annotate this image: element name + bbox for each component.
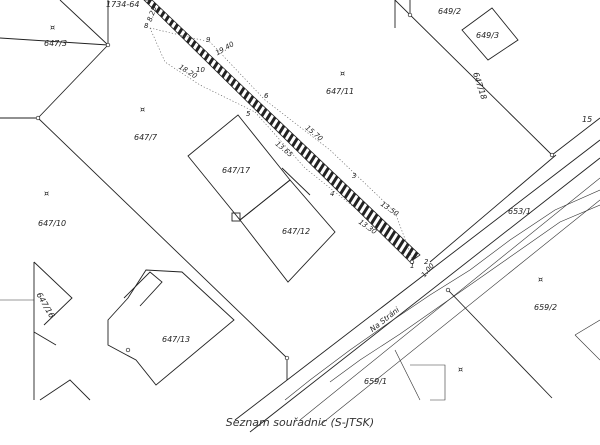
parcel-label-647-10: 647/10 [38,219,66,228]
point-labels: 8 9 10 5 6 3 4 1 2 [144,22,429,270]
parcel-label-647-13: 647/13 [162,335,190,344]
parcel-label-647-3: 647/3 [44,39,67,48]
point-label-3: 3 [352,172,356,180]
parcel-boundaries [0,0,600,380]
boundary-line [394,349,421,401]
centroid-marker: ¤ [44,189,49,198]
measure-label-19-40: 19.40 [214,40,236,57]
boundary-line [574,334,600,361]
boundary-line [551,117,600,156]
parcel-label-647-7: 647/7 [134,133,158,142]
boundary-line [37,117,288,359]
point-label-8: 8 [144,22,149,30]
point-label-4: 4 [330,190,334,198]
road-edge [429,154,557,263]
road-curb [284,189,600,401]
boundary-line [59,0,109,46]
boundary-line [37,44,109,119]
survey-markers [35,12,555,361]
street-label-na-strani: Na Stráni [368,305,402,334]
boundary-line [574,319,600,336]
road-edge [234,139,600,421]
parcel-label-649-2: 649/2 [438,7,461,16]
parcel-label-647-11: 647/11 [326,87,354,96]
parcel-label-647-12: 647/12 [282,227,310,236]
measure-label-13-50: 13.50 [379,200,400,218]
parcel-outline [33,331,57,346]
hatched-strip [143,0,421,263]
parcel-label-647-17: 647/17 [222,166,251,175]
parcel-label-659-1: 659/1 [364,377,387,386]
point-label-1: 1 [410,262,414,270]
building-647-13 [107,269,235,386]
parcel-label-649-3: 649/3 [476,31,499,40]
measurement-lines [149,27,413,263]
building-647-12 [239,179,336,283]
measure-line [149,27,413,259]
parcel-outline [33,261,73,326]
building-annex [281,167,311,196]
survey-marker [407,12,413,18]
point-label-10: 10 [196,66,205,74]
parcel-label-659-2: 659/2 [534,303,557,312]
parcel-centroid-markers: ¤ ¤ ¤ ¤ ¤ ¤ [44,23,543,374]
boundary-line [447,289,553,399]
road-edge [249,157,600,433]
survey-marker [284,355,290,361]
survey-marker [549,152,555,158]
point-label-2: 2 [424,258,429,266]
point-label-5: 5 [246,110,251,118]
building-649-3 [461,7,519,61]
point-label-6: 6 [264,92,269,100]
survey-marker [445,287,451,293]
measure-label-8-25: 8.25 [146,5,159,23]
parcel-label-653-1: 653/1 [508,207,531,216]
left-lower-parcels [0,261,91,401]
centroid-marker: ¤ [458,365,463,374]
boundary-line [0,37,109,46]
buildings-647 [187,114,336,283]
building-porch [231,212,241,222]
boundary-line [410,364,446,401]
parcel-label-647-18: 647/18 [471,71,488,101]
centroid-marker: ¤ [538,275,543,284]
measure-label-15-70: 15.70 [304,124,325,143]
road-edge [319,199,600,426]
measure-line [149,27,256,113]
centroid-marker: ¤ [340,69,345,78]
building-647-13-annex [123,271,163,307]
survey-marker [35,115,41,121]
building-647-13-outline [107,269,235,386]
centroid-marker: ¤ [140,105,145,114]
road-na-strani [234,139,600,433]
parcel-labels: 1734-64 647/3 649/2 649/3 647/11 647/18 … [34,0,592,386]
parcel-label-1734-64: 1734-64 [106,0,139,9]
centroid-marker: ¤ [50,23,55,32]
parcel-outline [39,379,91,401]
survey-marker [409,259,415,265]
coordinate-list-caption: Seznam souřadnic (S-JTSK) [225,416,375,429]
boundary-line [394,0,553,156]
road-curb [329,204,600,383]
survey-marker [125,347,131,353]
point-label-9: 9 [206,36,211,44]
parcel-label-15: 15 [582,115,592,124]
survey-marker [105,42,111,48]
parcel-label-647-16: 647/16 [34,291,56,320]
